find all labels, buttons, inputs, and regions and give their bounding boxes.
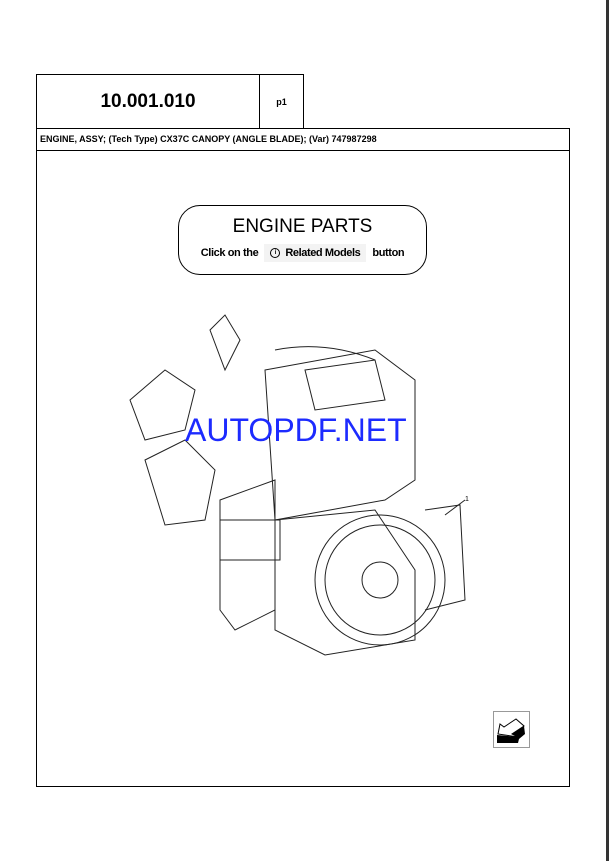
notice-heading: ENGINE PARTS — [232, 216, 373, 237]
back-arrow-button[interactable] — [493, 711, 530, 748]
engine-parts-notice: ENGINE PARTS Click on the i Related Mode… — [178, 205, 427, 275]
page-edge — [606, 0, 609, 861]
arrow-left-down-icon — [497, 718, 525, 743]
callout-1: 1 — [465, 496, 469, 503]
illustration-area — [36, 150, 570, 787]
notice-prefix: Click on the — [200, 247, 259, 259]
engine-illustration — [129, 314, 466, 656]
page-number: p1 — [259, 74, 304, 129]
watermark: AUTOPDF.NET — [185, 412, 407, 448]
related-models-label: Related Models — [285, 247, 361, 259]
page-title: ENGINE, ASSY; (Tech Type) CX37C CANOPY (… — [36, 128, 570, 151]
info-icon: i — [270, 248, 281, 258]
notice-suffix: button — [372, 247, 405, 259]
related-models-button[interactable]: i Related Models — [264, 244, 367, 262]
section-number: 10.001.010 — [36, 74, 260, 129]
